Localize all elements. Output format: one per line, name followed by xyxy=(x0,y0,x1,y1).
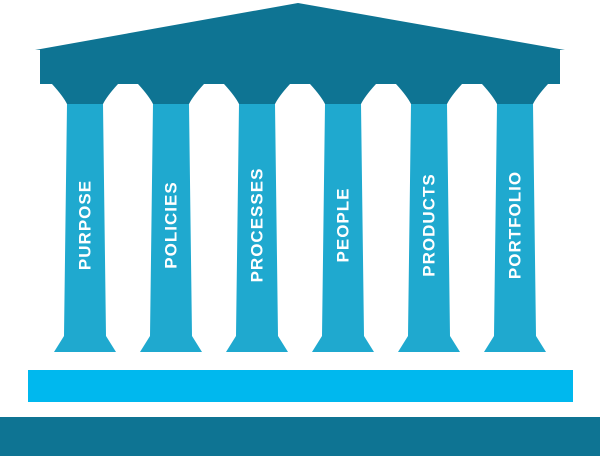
pillar-shaft xyxy=(54,104,116,352)
pillar-capital xyxy=(310,84,376,104)
pillar: PEOPLE xyxy=(310,84,376,352)
pillar-shaft xyxy=(140,104,202,352)
pillar-capital xyxy=(224,84,290,104)
pillars-group: PURPOSE POLICIES PROCESSES PEOPLE PRODUCTS PO… xyxy=(52,84,548,352)
pillar-capital xyxy=(482,84,548,104)
pillar-capital xyxy=(52,84,118,104)
pillar-capital xyxy=(396,84,462,104)
pillar: POLICIES xyxy=(138,84,204,352)
base-step-lower xyxy=(0,417,600,456)
pillar: PORTFOLIO xyxy=(482,84,548,352)
pillar: PROCESSES xyxy=(224,84,290,352)
roof-entablature xyxy=(40,50,560,84)
pillar-label: PROCESSES xyxy=(248,168,267,283)
pillar-label: POLICIES xyxy=(162,181,181,268)
pillar: PURPOSE xyxy=(52,84,118,352)
roof-pediment xyxy=(35,3,565,50)
pillar-capital xyxy=(138,84,204,104)
pillar-label: PURPOSE xyxy=(76,180,95,270)
pillar-shaft xyxy=(398,104,460,352)
pillar-label: PRODUCTS xyxy=(420,173,439,276)
pillar: PRODUCTS xyxy=(396,84,462,352)
pillar-shaft xyxy=(312,104,374,352)
pillar-label: PORTFOLIO xyxy=(506,171,525,279)
base-step-upper xyxy=(28,370,573,402)
pillar-shaft xyxy=(226,104,288,352)
pillar-shaft xyxy=(484,104,546,352)
pillar-label: PEOPLE xyxy=(334,188,353,263)
temple-roof xyxy=(35,3,565,84)
